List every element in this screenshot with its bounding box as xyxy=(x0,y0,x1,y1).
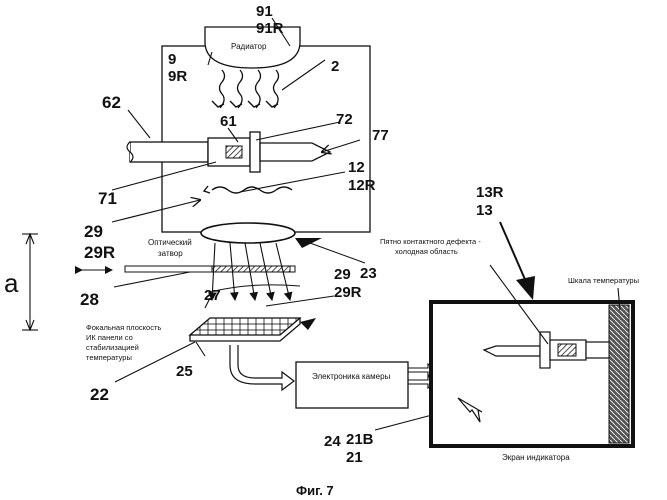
shutter-label-2: затвор xyxy=(158,249,183,258)
ref-28: 28 xyxy=(80,290,99,309)
rod-62 xyxy=(130,142,208,162)
plate-72 xyxy=(250,132,260,172)
contact-defect-61 xyxy=(226,146,242,158)
ref-25: 25 xyxy=(176,363,193,380)
camera-electronics-box xyxy=(296,362,408,408)
ref-12: 12 xyxy=(348,159,365,176)
figure-caption: Фиг. 7 xyxy=(296,483,334,498)
ref-77: 77 xyxy=(372,127,389,144)
ref-27: 27 xyxy=(204,287,221,304)
shutter-label-1: Оптический xyxy=(148,238,192,247)
radiator-label: Радиатор xyxy=(231,42,267,51)
defect-spot-label-2: холодная область xyxy=(395,247,458,256)
ref-29-rays: 29 xyxy=(334,266,351,283)
ref-71: 71 xyxy=(98,189,117,208)
focal-plane-label-4: температуры xyxy=(86,353,132,362)
focal-plane-array xyxy=(190,318,300,335)
ref-13R: 13R xyxy=(476,184,504,201)
emitted-waves-12 xyxy=(204,186,292,193)
signal-arrow xyxy=(230,345,294,390)
shutter-window xyxy=(212,266,290,272)
defect-spot-label-1: Пятно контактного дефекта - xyxy=(380,237,481,246)
arrow-13 xyxy=(500,222,527,284)
ref-72: 72 xyxy=(336,111,353,128)
indicator-screen-frame xyxy=(431,302,633,446)
ref-21B: 21B xyxy=(346,431,374,448)
dimension-a-label: a xyxy=(4,268,19,298)
ref-23: 23 xyxy=(360,265,377,282)
dimension-a xyxy=(22,234,38,330)
ref-9R: 9R xyxy=(168,68,187,85)
ref-9: 9 xyxy=(168,51,176,68)
ref-91: 91 xyxy=(256,3,273,20)
indicator-screen-label: Экран индикатора xyxy=(502,453,570,462)
lens-29 xyxy=(201,223,295,243)
camera-electronics-label: Электроника камеры xyxy=(312,372,391,381)
focal-plane-label-1: Фокальная плоскость xyxy=(86,323,161,332)
ref-2: 2 xyxy=(331,58,339,75)
focal-plane-label-3: стабилизацией xyxy=(86,343,139,352)
ref-22: 22 xyxy=(90,385,109,404)
ref-62: 62 xyxy=(102,93,121,112)
focal-plane-label-2: ИК панели со xyxy=(86,333,133,342)
ref-12R: 12R xyxy=(348,177,376,194)
ref-13: 13 xyxy=(476,202,493,219)
ref-29-lens: 29 xyxy=(84,222,103,241)
ref-29R-lens: 29R xyxy=(84,243,115,262)
ref-21: 21 xyxy=(346,449,363,466)
ref-91R: 91R xyxy=(256,20,284,37)
ref-24: 24 xyxy=(324,433,341,450)
probe-77 xyxy=(260,143,330,161)
temperature-scale-label: Шкала температуры xyxy=(568,276,639,285)
ref-29R-rays: 29R xyxy=(334,284,362,301)
ref-61: 61 xyxy=(220,113,237,130)
temperature-scale-bar xyxy=(609,305,629,443)
lens-pointer-23 xyxy=(295,238,322,248)
